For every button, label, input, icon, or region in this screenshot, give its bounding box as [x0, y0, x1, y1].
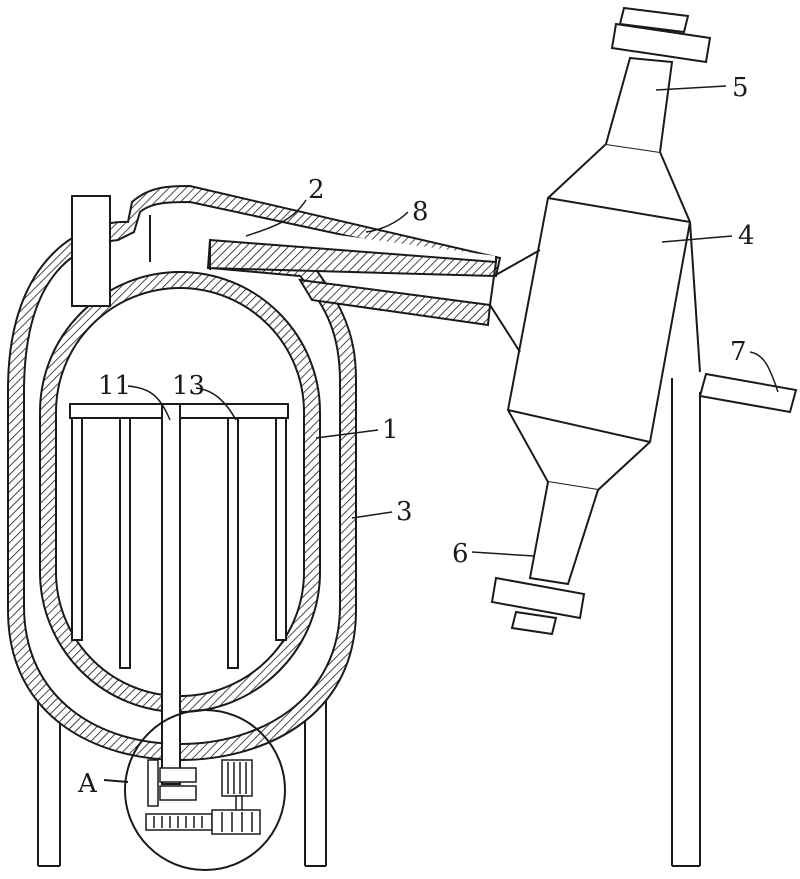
- right-support: [671, 221, 798, 867]
- leader-lines: [127, 85, 779, 557]
- label-6: 6: [452, 539, 469, 569]
- left-tube: [71, 195, 111, 307]
- label-8: 8: [412, 197, 429, 227]
- label-a: A: [77, 769, 98, 799]
- separator-vessel: [489, 6, 712, 636]
- labels: 2 8 5 4 7 1 3 6 11 13 A: [77, 73, 755, 799]
- label-4: 4: [738, 221, 755, 251]
- label-13: 13: [172, 371, 205, 401]
- label-1: 1: [382, 415, 399, 445]
- label-11: 11: [98, 371, 131, 401]
- vapor-pipe: [149, 210, 498, 327]
- detail-circle-a: [103, 709, 286, 871]
- label-3: 3: [396, 497, 413, 527]
- stirrer: [69, 403, 289, 785]
- label-2: 2: [308, 175, 325, 205]
- label-5: 5: [732, 73, 749, 103]
- label-7: 7: [730, 337, 747, 367]
